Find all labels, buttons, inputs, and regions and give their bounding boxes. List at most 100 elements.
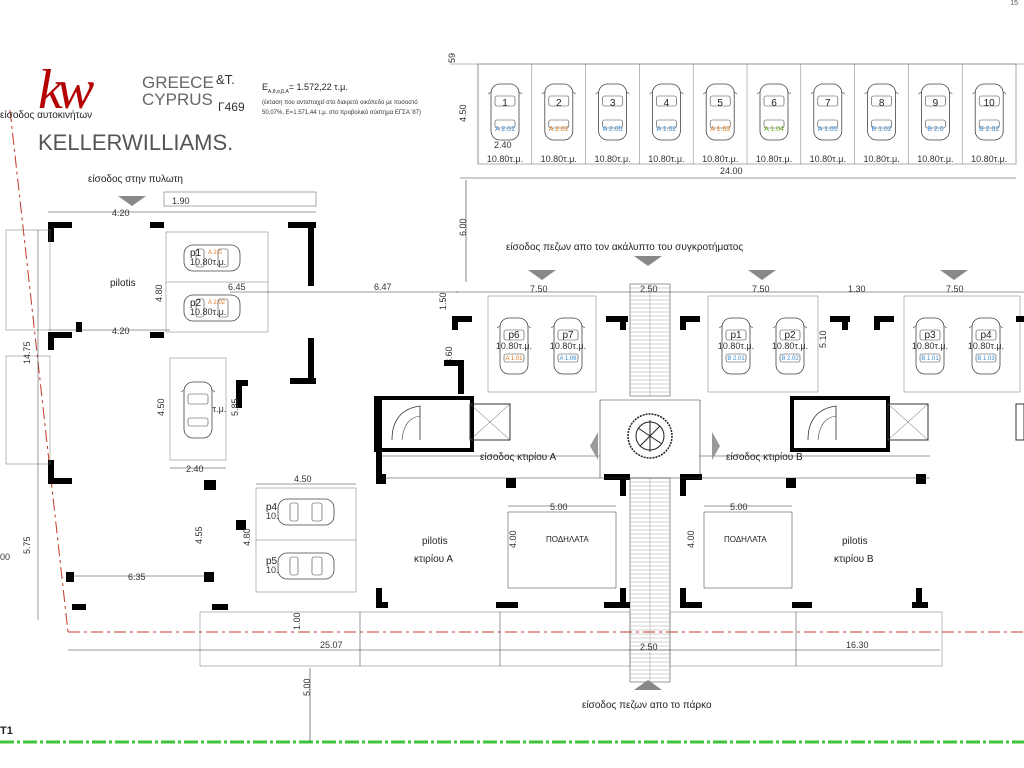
spot-area: 10.80τ.μ.	[550, 341, 586, 351]
spot-area: 10.80τ.μ.	[541, 154, 577, 164]
spot-code: A 1.01	[505, 356, 523, 362]
label-entrance-piloti: είσοδος στην πυλωτη	[88, 173, 183, 185]
spot-code: A 2.02	[208, 300, 226, 306]
spot-name: p7	[562, 330, 574, 341]
dim-5-85: 5.85	[230, 398, 240, 416]
spot-number: 10	[984, 98, 996, 109]
spot-name: p2	[190, 298, 202, 309]
label-pilotis-a-1: pilotis	[422, 536, 448, 547]
dim-24-00: 24.00	[720, 166, 743, 176]
spot-number: 7	[825, 98, 831, 109]
spot-name: p2	[784, 330, 796, 341]
dim-4-20-a: 4.20	[112, 208, 130, 218]
spot-number: 5	[717, 98, 723, 109]
spot-name: p4	[980, 330, 992, 341]
spot-code: A 2.02	[549, 126, 569, 133]
dim-4-80-a: 4.80	[154, 284, 164, 302]
spot-area: 10.80τ.μ.	[190, 257, 226, 267]
spot-code: A 2.05	[603, 126, 623, 133]
top-parking-spot: 10 B 2.02 10.80τ.μ.	[961, 64, 1007, 164]
top-parking-spot: 9 B 2.0 10.80τ.μ.	[908, 64, 954, 164]
dim-7-50-a: 7.50	[530, 284, 548, 294]
spot-area: 10.80τ.μ.	[971, 154, 1007, 164]
arrow-left-block	[528, 270, 556, 280]
spot-number: 1	[502, 98, 508, 109]
area-formula: ΕΑ,θ,α,β,Α= 1.572,22 τ.μ.	[262, 82, 348, 95]
spot-code: B 2.01	[727, 356, 745, 362]
section-mark-t1: T1	[0, 725, 13, 737]
spot-code: A 1.04	[764, 126, 784, 133]
spot-code: B 2.02	[979, 126, 999, 133]
dim-5-75: 5.75	[22, 536, 32, 554]
dim-2-50-top: 2.50	[640, 284, 658, 294]
spot-area: 10.80τ.μ.	[702, 154, 738, 164]
spot-code: A 1.03	[710, 126, 730, 133]
spot-code: B 2.0	[927, 126, 943, 133]
spot-number: 9	[933, 98, 939, 109]
stair-core-b	[790, 396, 890, 452]
top-parking-row: 1 A 2.01 10.80τ.μ. 2 A 2.02 10.80τ.μ. 3 A 2.05 1…	[477, 64, 1007, 164]
dim-5-10: 5.10	[818, 330, 828, 348]
dim-00: 00	[0, 552, 10, 562]
spot-area: 10.80τ.μ.	[810, 154, 846, 164]
stair-core-a	[374, 396, 474, 452]
dim-4-00-a: 4.00	[508, 530, 518, 548]
spot-area: 10.80τ.μ.	[863, 154, 899, 164]
area-note: (έκταση που αντιστοιχεί στο διαιρετό οικ…	[262, 100, 422, 116]
spot-name: p1	[190, 248, 202, 259]
label-bikes-b: ΠΟΔΗΛΑΤΑ	[724, 535, 767, 544]
spot-number: 8	[879, 98, 885, 109]
spot-code: B 1.02	[871, 126, 891, 133]
dim-59: 59	[447, 53, 457, 63]
label-entrance-building-b: είσοδος κτιρίου Β	[726, 451, 803, 463]
dim-14-75: 14.75	[22, 341, 32, 364]
dim-4-00-b: 4.00	[686, 530, 696, 548]
spot-number: 4	[664, 98, 670, 109]
logo-greece: GREECE	[142, 73, 214, 92]
logo-gamma: Γ469	[218, 100, 245, 114]
spot-area: 10.80τ.μ.	[190, 307, 226, 317]
spot-area: 10.80τ.μ.	[487, 154, 523, 164]
dim-4-50-p4: 4.50	[294, 474, 312, 484]
logo-cyprus: CYPRUS	[142, 90, 213, 109]
spot-area: 10.80τ.μ.	[756, 154, 792, 164]
dim-2-50-bottom: 2.50	[640, 642, 658, 652]
spot-code: B 1.03	[977, 356, 995, 362]
arrow-building-b	[712, 432, 720, 460]
arrow-building-a	[590, 432, 598, 460]
arrow-far-right	[940, 270, 968, 280]
label-pilotis: pilotis	[110, 278, 136, 289]
dim-4-20-b: 4.20	[112, 326, 130, 336]
dim-4-55: 4.55	[194, 526, 204, 544]
logo-amp: &Τ.	[216, 72, 235, 87]
walls	[48, 222, 316, 610]
spot-code: A 1.05	[818, 126, 838, 133]
top-parking-spot: 7 A 1.05 10.80τ.μ.	[800, 64, 846, 164]
spot-area: 10.80τ.μ.	[772, 341, 808, 351]
spot-area: 10.80τ.μ.	[917, 154, 953, 164]
spot-number: 2	[556, 98, 562, 109]
dim-6-00: 6.00	[458, 218, 468, 236]
spot-name: p1	[730, 330, 742, 341]
dim-1-50: 1.50	[438, 292, 448, 310]
tree-icon	[627, 413, 673, 459]
spot-code: B 2.02	[781, 356, 799, 362]
label-entrance-park: είσοδος πεζων απο το πάρκο	[582, 699, 712, 711]
dim-1-90: 1.90	[172, 196, 190, 206]
spot-number: 6	[771, 98, 777, 109]
label-entrance-pedestrian-top: είσοδος πεζων απο τον ακάλυπτο του συγκρ…	[506, 241, 743, 253]
top-parking-spot: 5 A 1.03 10.80τ.μ.	[692, 64, 738, 164]
spot-code: A 2.01	[495, 126, 515, 133]
dim-2-40-top: 2.40	[494, 140, 512, 150]
spot-number: 3	[610, 98, 616, 109]
label-entrance-vehicles: είσοδος αυτοκινήτων	[0, 109, 92, 121]
dim-6-45: 6.45	[228, 282, 246, 292]
spot-area: 10.80τ.μ.	[912, 341, 948, 351]
